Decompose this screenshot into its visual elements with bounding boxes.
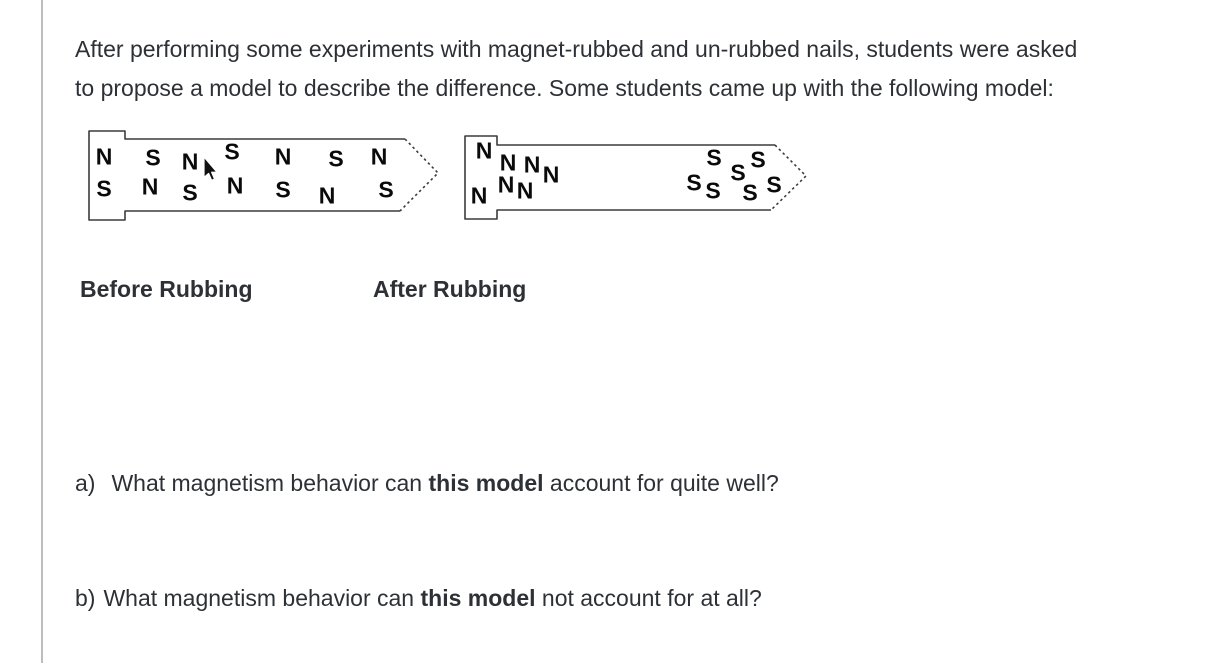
- pole-letter-s: S: [706, 144, 722, 171]
- question-a-prefix: a): [75, 470, 96, 496]
- pole-letter-n: N: [523, 151, 541, 178]
- question-a-text: What magnetism behavior can: [111, 470, 429, 496]
- question-a-bold-text: this model: [428, 470, 544, 496]
- pole-letter-n: N: [542, 161, 560, 188]
- pole-letter-s: S: [378, 176, 394, 203]
- pole-letter-s: S: [275, 176, 291, 203]
- pole-letter-n: N: [181, 148, 199, 175]
- pole-letter-n: N: [226, 172, 244, 199]
- pole-letter-n: N: [499, 149, 517, 176]
- before-rubbing-label: Before Rubbing: [80, 276, 253, 302]
- mouse-cursor-icon: [203, 156, 218, 181]
- pole-letter-s: S: [96, 175, 112, 202]
- pole-letter-s: S: [182, 179, 198, 206]
- left-margin-rule: [41, 0, 43, 663]
- question-b-prefix: b): [75, 585, 96, 611]
- pole-letter-n: N: [497, 171, 515, 198]
- pole-letter-s: S: [224, 138, 240, 165]
- after-rubbing-label: After Rubbing: [373, 276, 527, 302]
- pole-letter-s: S: [750, 146, 766, 173]
- intro-line-2: to propose a model to describe the diffe…: [75, 75, 1054, 101]
- after-nail-outline: [464, 135, 807, 220]
- pole-letter-n: N: [370, 143, 388, 170]
- before-nail-outline: [88, 130, 439, 221]
- pole-letter-n: N: [516, 177, 534, 204]
- pole-letter-n: N: [470, 182, 488, 209]
- question-a: a) What magnetism behavior can this model…: [75, 470, 779, 497]
- question-b: b) What magnetism behavior can this model…: [75, 585, 762, 612]
- pole-letter-n: N: [95, 143, 113, 170]
- question-b-text: What magnetism behavior can: [103, 585, 421, 611]
- pole-letter-n: N: [318, 182, 336, 209]
- pole-letter-s: S: [766, 171, 782, 198]
- intro-line-1: After performing some experiments with m…: [75, 36, 1078, 62]
- pole-letter-s: S: [145, 144, 161, 171]
- pole-letter-n: N: [475, 137, 493, 164]
- pole-letter-s: S: [742, 179, 758, 206]
- question-b-bold-text: this model: [420, 585, 536, 611]
- pole-letter-s: S: [730, 159, 746, 186]
- pole-letter-s: S: [328, 145, 344, 172]
- pole-letter-s: S: [686, 169, 702, 196]
- question-b-text-end: not account for at all?: [535, 585, 762, 611]
- intro-paragraph: After performing some experiments with m…: [75, 30, 1077, 108]
- pole-letter-n: N: [141, 173, 159, 200]
- question-a-text-end: account for quite well?: [543, 470, 779, 496]
- pole-letter-n: N: [274, 143, 292, 170]
- pole-letter-s: S: [705, 177, 721, 204]
